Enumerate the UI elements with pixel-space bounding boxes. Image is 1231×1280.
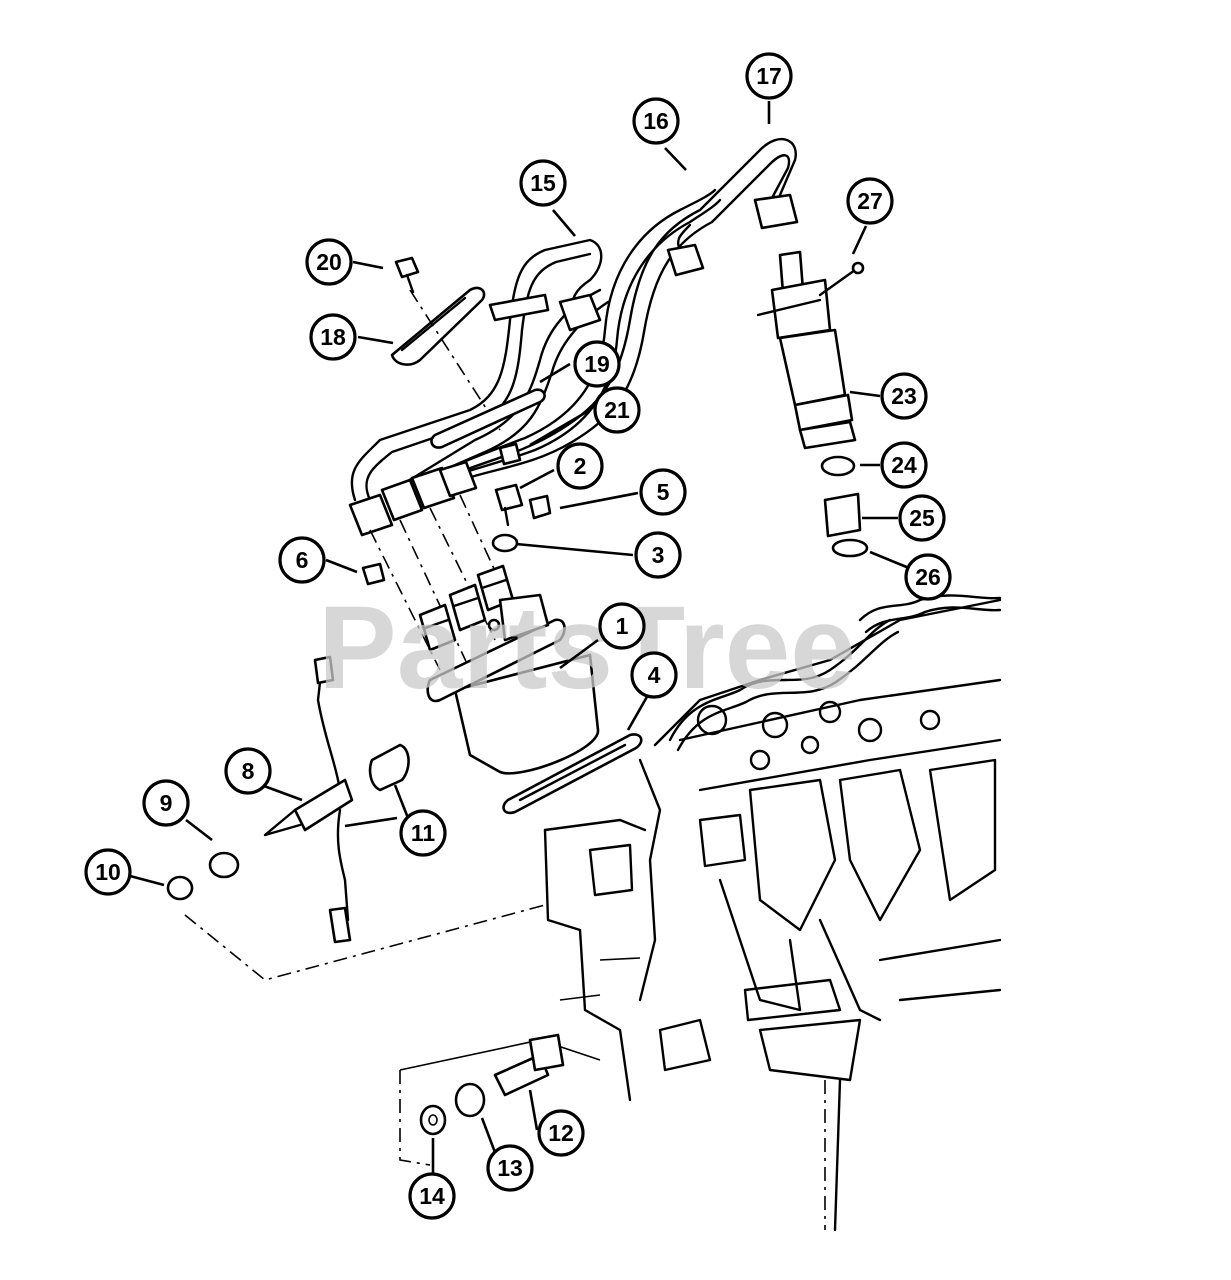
callout-8: 8 xyxy=(224,747,272,795)
svg-text:3: 3 xyxy=(652,542,665,568)
plug xyxy=(498,442,522,466)
injection-pump xyxy=(418,564,600,775)
svg-text:15: 15 xyxy=(530,170,556,196)
bracket-outline xyxy=(399,1039,601,1071)
callout-13: 13 xyxy=(486,1144,534,1192)
svg-text:23: 23 xyxy=(891,383,917,409)
svg-text:21: 21 xyxy=(604,397,630,423)
pipe-nut xyxy=(558,293,602,332)
callout-3: 3 xyxy=(634,531,682,579)
svg-text:10: 10 xyxy=(95,859,121,885)
pipe-nut xyxy=(348,493,394,537)
injector-sleeve xyxy=(823,492,862,538)
callout-9: 9 xyxy=(142,779,190,827)
washer xyxy=(491,533,519,553)
callout-17: 17 xyxy=(745,52,793,100)
lower-fittings xyxy=(419,1033,565,1136)
callout-1: 1 xyxy=(598,602,646,650)
svg-text:6: 6 xyxy=(296,547,309,573)
svg-text:14: 14 xyxy=(419,1183,445,1209)
callout-18: 18 xyxy=(309,313,357,361)
callout-11: 11 xyxy=(399,809,447,857)
callout-16: 16 xyxy=(632,97,680,145)
svg-text:9: 9 xyxy=(160,790,173,816)
callout-25: 25 xyxy=(898,494,946,542)
svg-text:2: 2 xyxy=(574,453,587,479)
callout-15: 15 xyxy=(519,159,567,207)
svg-text:4: 4 xyxy=(648,662,661,688)
pipe-nut xyxy=(666,243,705,277)
svg-text:1: 1 xyxy=(616,613,629,639)
callout-19: 19 xyxy=(573,340,621,388)
svg-text:8: 8 xyxy=(242,758,255,784)
clamp-bolt xyxy=(394,256,420,294)
svg-text:19: 19 xyxy=(584,351,610,377)
callout-21: 21 xyxy=(593,386,641,434)
center-line-bottom xyxy=(399,1070,431,1166)
svg-text:27: 27 xyxy=(857,188,883,214)
callout-12: 12 xyxy=(537,1109,585,1157)
callout-6: 6 xyxy=(278,536,326,584)
delivery-valve-holder xyxy=(494,483,524,527)
callout-23: 23 xyxy=(880,372,928,420)
pipe-nut xyxy=(753,193,799,230)
svg-text:25: 25 xyxy=(909,505,935,531)
pipe-nut xyxy=(380,478,424,522)
svg-text:24: 24 xyxy=(891,452,917,478)
injector-gasket xyxy=(831,538,869,558)
leader-lines xyxy=(129,101,910,1180)
injector-seat-washer xyxy=(820,455,856,477)
callout-24: 24 xyxy=(880,441,928,489)
callout-5: 5 xyxy=(639,468,687,516)
pipe-nut xyxy=(438,460,478,498)
svg-text:17: 17 xyxy=(756,63,782,89)
callout-10: 10 xyxy=(84,848,132,896)
pipe-clamp xyxy=(390,286,486,366)
svg-text:26: 26 xyxy=(915,564,941,590)
svg-text:12: 12 xyxy=(548,1120,574,1146)
bleed-screw xyxy=(528,494,552,520)
svg-text:20: 20 xyxy=(316,249,342,275)
callout-26: 26 xyxy=(904,553,952,601)
svg-text:18: 18 xyxy=(320,324,346,350)
cap-nut xyxy=(361,562,386,586)
center-line-left xyxy=(184,904,546,981)
svg-text:13: 13 xyxy=(497,1155,523,1181)
callout-4: 4 xyxy=(630,651,678,699)
glow-plug-assembly xyxy=(166,655,410,944)
callout-14: 14 xyxy=(408,1172,456,1220)
callout-2: 2 xyxy=(556,442,604,490)
svg-text:5: 5 xyxy=(657,479,670,505)
svg-text:16: 16 xyxy=(643,108,669,134)
svg-text:11: 11 xyxy=(411,820,436,846)
callout-20: 20 xyxy=(305,238,353,286)
clamp-plate xyxy=(430,293,550,449)
fuel-injector xyxy=(756,250,869,558)
engine-block xyxy=(543,594,1002,1232)
callout-27: 27 xyxy=(846,177,894,225)
